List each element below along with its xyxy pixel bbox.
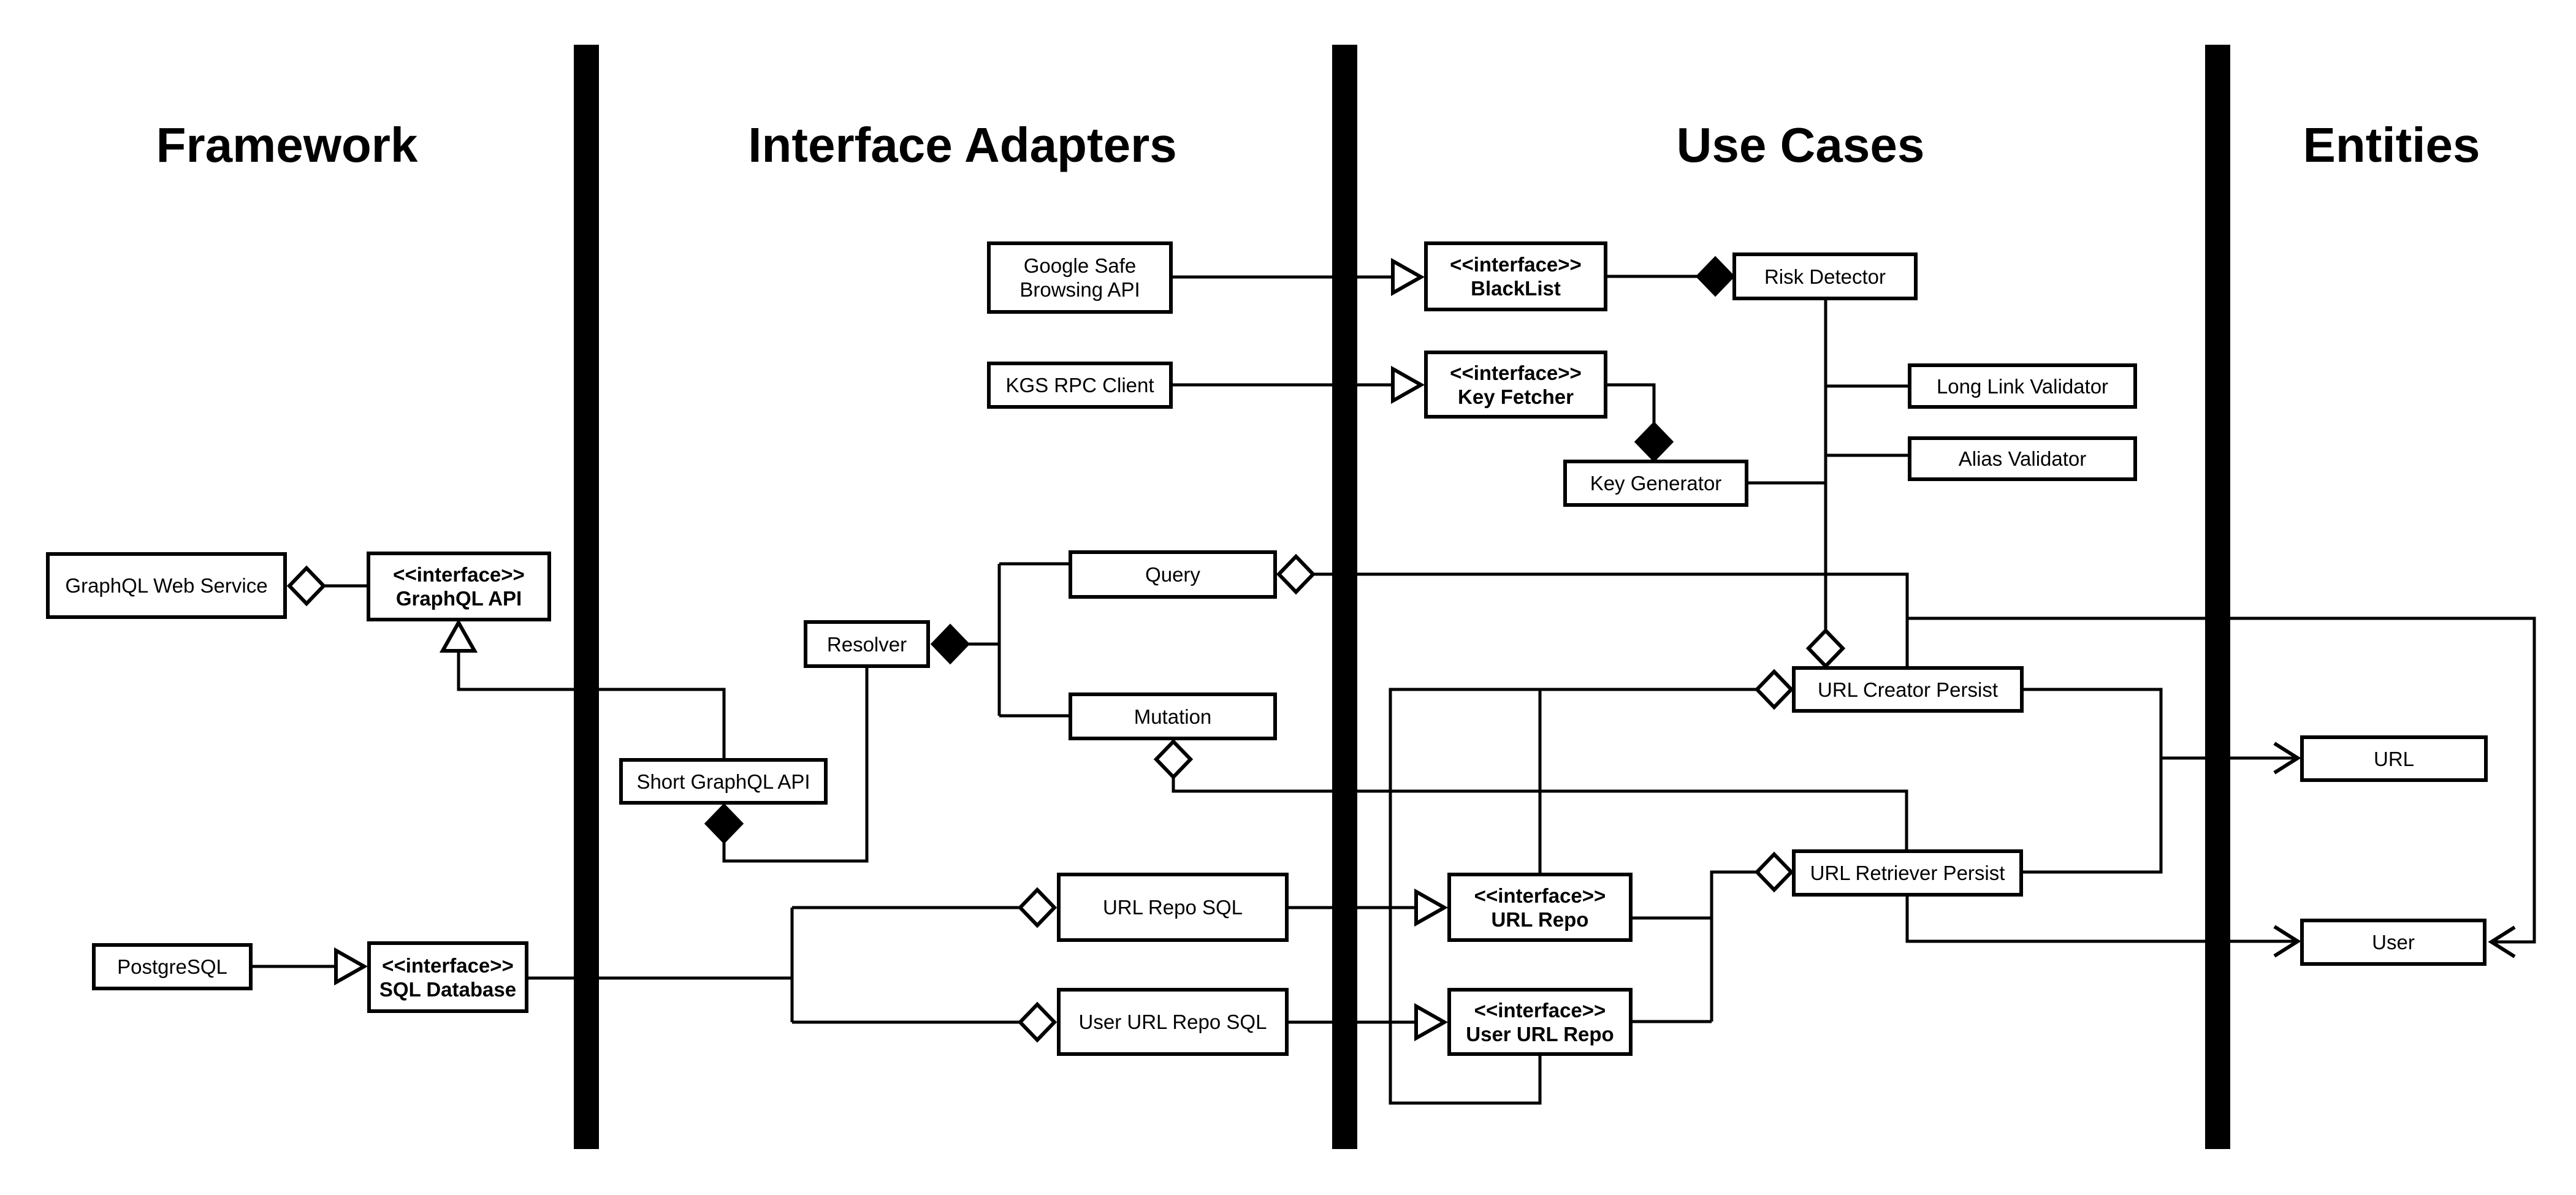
box-label: Risk Detector [1764, 265, 1886, 288]
aggregation-diamond-icon-graphqlwebservice [286, 565, 327, 607]
layer-divider-bar-1 [574, 45, 599, 1149]
realization-triangle-icon-sqldatabase [334, 947, 368, 986]
box-label: Google Safe Browsing API [1019, 254, 1140, 301]
composition-diamond-icon-riskdetector [1695, 256, 1736, 297]
realization-triangle-icon-urlrepo [1414, 888, 1449, 927]
box-key-generator: Key Generator [1563, 460, 1748, 507]
box-label: URL [2373, 747, 2415, 770]
box-label: URL Repo SQL [1102, 896, 1243, 919]
edge-urlcreatorpersist-repos [1389, 688, 1757, 1105]
box-alias-validator: Alias Validator [1908, 436, 2137, 481]
stereotype-label: <<interface>> [1474, 884, 1606, 907]
edge-urlretrieverpersist-repos-rail [1710, 870, 1757, 1022]
edge-query-urlcreatorpersist [1313, 572, 1909, 666]
box-url-repo-interface: <<interface>> URL Repo [1447, 873, 1633, 942]
edge-urlretrieverpersist-user-entity [1905, 897, 2296, 943]
box-short-graphql-api: Short GraphQL API [619, 758, 828, 805]
stereotype-label: <<interface>> [382, 954, 514, 977]
realization-triangle-icon-graphqlapi [439, 618, 478, 653]
stereotype-label: <<interface>> [393, 563, 525, 586]
layer-divider-bar-3 [2205, 45, 2230, 1149]
box-long-link-validator: Long Link Validator [1908, 363, 2137, 409]
box-label: Query [1145, 563, 1200, 586]
aggregation-diamond-icon-mutation [1153, 738, 1194, 780]
box-label: URL Retriever Persist [1810, 862, 2005, 884]
box-key-fetcher-interface: <<interface>> Key Fetcher [1424, 351, 1607, 419]
section-title-interface-adapters: Interface Adapters [748, 118, 1177, 172]
box-label: User [2372, 931, 2415, 954]
box-label: PostgreSQL [117, 955, 227, 978]
box-url-retriever-persist: URL Retriever Persist [1792, 849, 2023, 897]
arrowhead-chevron-icon-user-right [2488, 925, 2516, 958]
box-graphql-web-service: GraphQL Web Service [46, 552, 287, 619]
aggregation-diamond-icon-urlretrieverpersist [1754, 851, 1794, 893]
box-label: KGS RPC Client [1005, 374, 1154, 396]
box-query: Query [1069, 550, 1277, 599]
aggregation-diamond-icon-urlcreatorpersist-top [1805, 628, 1846, 669]
arrowhead-chevron-icon-user-left [2273, 925, 2301, 958]
box-url-repo-sql: URL Repo SQL [1057, 873, 1289, 942]
box-label: Resolver [826, 632, 907, 656]
section-title-use-cases: Use Cases [1676, 118, 1925, 172]
stereotype-label: <<interface>> [1450, 253, 1582, 276]
box-postgresql: PostgreSQL [92, 943, 253, 990]
box-label: GraphQL Web Service [65, 574, 268, 597]
box-label: SQL Database [379, 977, 517, 1001]
box-google-safe-browsing-api: Google Safe Browsing API [987, 241, 1173, 314]
aggregation-diamond-icon-query [1276, 553, 1316, 595]
realization-triangle-icon-userurlrepo [1414, 1003, 1449, 1042]
box-label: Mutation [1134, 705, 1212, 728]
box-sql-database-interface: <<interface>> SQL Database [367, 941, 528, 1013]
composition-diamond-icon-resolver [930, 623, 970, 665]
composition-diamond-icon-shortgraphqlapi [704, 803, 744, 844]
box-user-url-repo-interface: <<interface>> User URL Repo [1447, 988, 1633, 1056]
box-user-url-repo-sql: User URL Repo SQL [1057, 988, 1289, 1056]
box-label: User URL Repo SQL [1078, 1011, 1267, 1033]
stereotype-label: <<interface>> [1474, 998, 1606, 1022]
box-label: User URL Repo [1466, 1022, 1614, 1045]
box-user-entity: User [2300, 919, 2486, 966]
box-label: Key Fetcher [1458, 385, 1574, 408]
realization-triangle-icon-blacklist [1391, 257, 1425, 297]
box-label: URL Repo [1491, 908, 1589, 931]
box-risk-detector: Risk Detector [1732, 252, 1918, 300]
box-kgs-rpc-client: KGS RPC Client [987, 362, 1173, 409]
box-url-entity: URL [2300, 735, 2488, 782]
section-title-entities: Entities [2303, 118, 2480, 172]
aggregation-diamond-icon-userurlreposql [1017, 1001, 1057, 1043]
edge-shortgraphqlapi-resolver [722, 668, 869, 863]
box-label: Short GraphQL API [636, 770, 810, 793]
box-label: URL Creator Persist [1817, 678, 1999, 701]
layer-divider-bar-2 [1332, 45, 1357, 1149]
box-resolver: Resolver [804, 620, 930, 668]
realization-triangle-icon-keyfetcher [1391, 365, 1425, 404]
section-title-framework: Framework [156, 118, 418, 172]
aggregation-diamond-icon-urlreposql [1017, 887, 1057, 928]
arrowhead-chevron-icon-url [2273, 742, 2301, 775]
box-label: GraphQL API [395, 587, 522, 610]
aggregation-diamond-icon-urlcreatorpersist-left [1754, 669, 1794, 710]
box-mutation: Mutation [1069, 692, 1277, 740]
box-label: Alias Validator [1958, 447, 2087, 470]
box-url-creator-persist: URL Creator Persist [1792, 666, 2024, 713]
box-graphql-api-interface: <<interface>> GraphQL API [367, 552, 551, 621]
edge-keyfetcher-keygenerator [1607, 383, 1656, 424]
composition-diamond-icon-keygenerator [1634, 421, 1674, 463]
box-blacklist-interface: <<interface>> BlackList [1424, 241, 1607, 311]
box-label: Key Generator [1590, 472, 1722, 495]
stereotype-label: <<interface>> [1450, 361, 1582, 384]
box-label: BlackList [1471, 277, 1561, 300]
box-label: Long Link Validator [1936, 374, 2109, 398]
edge-persist-right-rail [2023, 688, 2163, 874]
